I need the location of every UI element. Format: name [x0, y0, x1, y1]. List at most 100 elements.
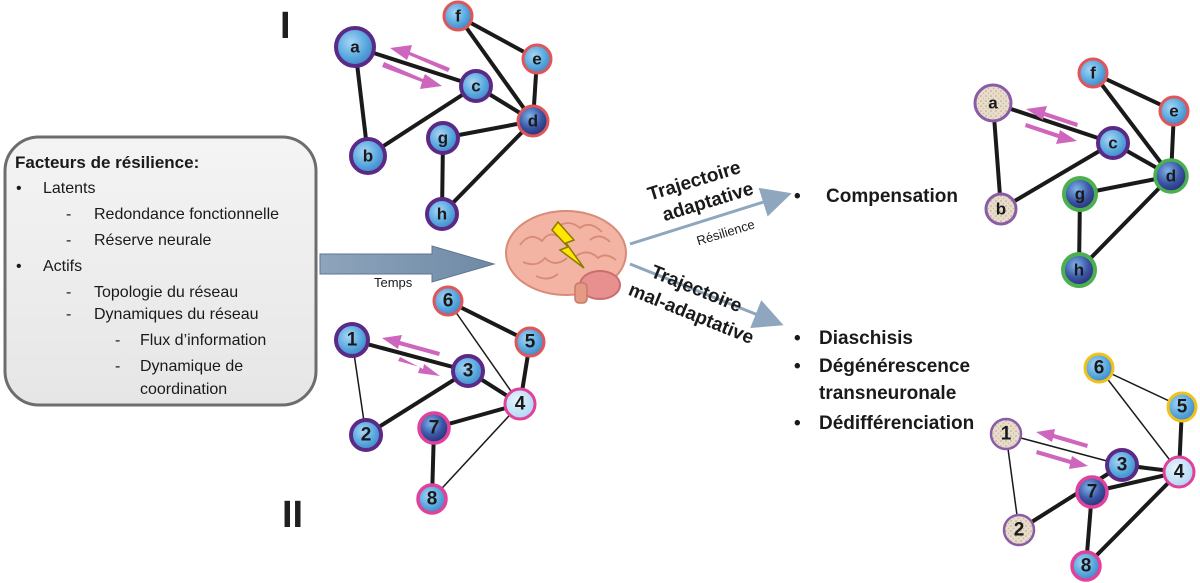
node-6: 6 [1083, 352, 1115, 384]
outcome-item: Diaschisis [819, 328, 913, 349]
node-label: a [988, 94, 998, 113]
node-4: 4 [503, 387, 537, 421]
node-label: g [438, 129, 448, 148]
node-8: 8 [1070, 550, 1102, 582]
node-label: 4 [1174, 462, 1185, 483]
time-label: Temps [374, 275, 413, 290]
node-label: 5 [1177, 397, 1188, 418]
node-label: a [350, 38, 360, 57]
node-label: 5 [525, 332, 536, 353]
dash: - [115, 332, 120, 349]
dash: - [66, 232, 71, 249]
node-label: 7 [1087, 482, 1098, 503]
node-label: e [1169, 102, 1178, 121]
node-label: d [528, 112, 538, 131]
node-label: 8 [1081, 556, 1092, 577]
network-maladaptive: 1 2 3 4 5 6 7 8 [989, 352, 1198, 582]
network-i: a b c d e f g h [334, 0, 553, 231]
node-label: b [363, 147, 373, 166]
node-c: c [1096, 126, 1130, 160]
active-label: Actifs [43, 258, 82, 275]
dash: - [66, 284, 71, 301]
latent-item: Réserve neurale [94, 232, 212, 249]
outcome-maladaptive: • Diaschisis • Dégénérescence transneuro… [794, 328, 974, 434]
latent-item: Redondance fonctionnelle [94, 206, 279, 223]
dash: - [66, 306, 71, 323]
node-g: g [1062, 176, 1098, 212]
node-label: 3 [463, 361, 474, 382]
active-item: Dynamiques du réseau [94, 306, 259, 323]
node-6: 6 [432, 285, 464, 317]
node-label: 8 [427, 489, 438, 510]
node-d: d [516, 104, 550, 138]
node-a: a [334, 26, 376, 68]
dynamic-item: Dynamique de [140, 358, 243, 375]
node-d: d [1153, 158, 1189, 194]
outcome-compensation: Compensation [826, 186, 958, 207]
brain-icon [505, 210, 627, 304]
outcome-adaptive: • Compensation [794, 186, 958, 207]
node-c: c [459, 69, 493, 103]
node-label: 6 [443, 291, 454, 312]
bullet: • [794, 413, 801, 434]
node-label: f [455, 7, 461, 26]
node-label: g [1075, 185, 1085, 204]
node-label: h [1074, 261, 1084, 280]
node-4: 4 [1162, 455, 1196, 489]
node-3: 3 [451, 354, 485, 388]
node-2-damaged: 2 [1002, 513, 1036, 547]
node-label: 4 [515, 394, 526, 415]
node-label: d [1166, 167, 1176, 186]
node-label: c [1108, 134, 1117, 153]
node-g: g [426, 121, 460, 155]
node-1-damaged: 1 [989, 417, 1023, 451]
dynamic-item: Flux d’information [140, 332, 266, 349]
node-label: 3 [1117, 455, 1128, 476]
node-label: h [437, 205, 447, 224]
outcome-item: transneuronale [819, 383, 956, 404]
box-title: Facteurs de résilience: [15, 153, 199, 172]
node-h: h [425, 197, 459, 231]
node-label: e [532, 50, 541, 69]
resilience-factors-box: Facteurs de résilience: • Latents - Redo… [3, 135, 318, 407]
bullet: • [794, 328, 801, 349]
node-label: b [996, 200, 1006, 219]
node-f: f [442, 0, 474, 32]
node-5: 5 [514, 326, 546, 358]
node-label: 6 [1094, 358, 1105, 379]
node-8: 8 [416, 483, 448, 515]
node-7: 7 [1075, 475, 1109, 509]
node-label: 2 [1014, 520, 1025, 541]
time-arrow: Temps [319, 245, 496, 290]
node-f: f [1077, 57, 1109, 89]
network-ii: 1 2 3 4 5 6 7 8 [334, 285, 546, 515]
latent-label: Latents [43, 180, 95, 197]
bullet: • [16, 180, 22, 197]
node-5: 5 [1166, 391, 1198, 423]
node-label: 1 [347, 330, 358, 351]
network-marker-one: I [280, 5, 291, 47]
network-adaptive: a b c d e f g h [973, 57, 1190, 288]
node-1: 1 [334, 322, 370, 358]
node-e: e [521, 43, 553, 75]
dash: - [115, 358, 120, 375]
node-label: 7 [429, 418, 440, 439]
dynamic-item: coordination [140, 381, 227, 398]
node-e: e [1158, 95, 1190, 127]
active-item: Topologie du réseau [94, 284, 238, 301]
node-7: 7 [417, 411, 451, 445]
trajectory-arrows [629, 187, 792, 329]
outcome-item: Dédifférenciation [819, 413, 974, 434]
bullet: • [794, 186, 801, 207]
network-marker-two: II [282, 494, 303, 536]
node-2: 2 [349, 418, 383, 452]
node-b: b [349, 137, 387, 175]
outcome-item: Dégénérescence [819, 356, 970, 377]
bullet: • [16, 258, 22, 275]
node-b-damaged: b [984, 192, 1018, 226]
bullet: • [794, 356, 801, 377]
node-label: c [471, 77, 480, 96]
node-a-damaged: a [973, 83, 1013, 123]
node-label: 2 [361, 425, 372, 446]
